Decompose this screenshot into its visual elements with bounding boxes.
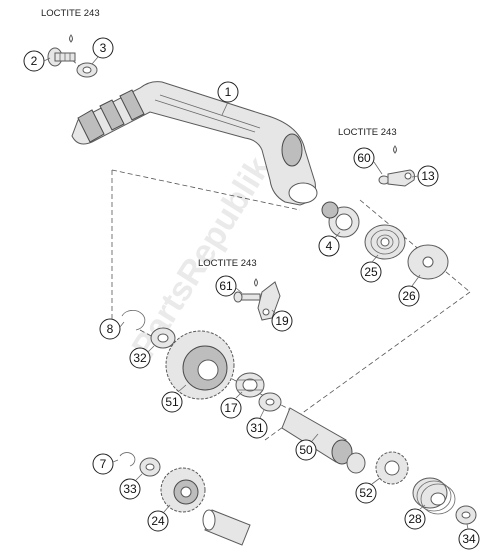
washer-31-part (258, 392, 282, 412)
svg-text:34: 34 (462, 532, 476, 546)
svg-text:50: 50 (299, 443, 313, 457)
needle-bearing-part (235, 372, 265, 398)
spring-part (364, 224, 406, 260)
svg-text:33: 33 (123, 482, 137, 496)
svg-text:1: 1 (225, 85, 232, 99)
callout-13: 13 (417, 165, 439, 187)
svg-text:4: 4 (326, 239, 333, 253)
thrust-washer-part (407, 244, 449, 280)
loctite-label-middle: LOCTITE 243 (198, 258, 257, 269)
callout-61: 61 (215, 275, 237, 297)
svg-text:2: 2 (31, 54, 38, 68)
callouts: 1 2 3 4 7 8 13 17 19 24 25 26 28 31 32 3… (23, 37, 480, 550)
svg-text:8: 8 (107, 322, 114, 336)
kickstart-shaft-part (281, 407, 366, 474)
leader-lines (43, 56, 469, 530)
large-gear-part (165, 330, 235, 400)
loctite-label-right: LOCTITE 243 (338, 127, 397, 138)
kickstart-lever (71, 81, 318, 206)
washer-33-part (139, 457, 161, 477)
callout-26: 26 (398, 285, 420, 307)
callout-25: 25 (360, 261, 382, 283)
callout-52: 52 (355, 482, 377, 504)
circlip-part (121, 309, 146, 331)
callout-3: 3 (92, 37, 114, 59)
callout-4: 4 (318, 235, 340, 257)
pawl-part (233, 278, 281, 321)
callout-28: 28 (404, 508, 426, 530)
callout-1: 1 (217, 81, 239, 103)
callout-19: 19 (271, 310, 293, 332)
loctite-label-top: LOCTITE 243 (41, 8, 100, 19)
callout-8: 8 (99, 318, 121, 340)
seal-part (321, 201, 360, 238)
svg-text:3: 3 (100, 41, 107, 55)
svg-text:32: 32 (133, 351, 147, 365)
shaft-pin-part (202, 509, 251, 546)
svg-text:52: 52 (359, 486, 373, 500)
svg-text:61: 61 (219, 279, 233, 293)
circlip-7-part (119, 452, 136, 467)
svg-text:25: 25 (364, 265, 378, 279)
svg-text:17: 17 (224, 401, 238, 415)
callout-2: 2 (23, 50, 45, 72)
compression-spring-part (412, 477, 456, 515)
bolt-plate-part (378, 145, 415, 187)
intermediate-gear-part (160, 467, 206, 513)
callout-34: 34 (458, 528, 480, 550)
callout-7: 7 (92, 453, 114, 475)
loctite-labels: LOCTITE 243 LOCTITE 243 LOCTITE 243 (41, 8, 397, 269)
washer-part (76, 62, 98, 78)
svg-text:24: 24 (151, 514, 165, 528)
callout-31: 31 (246, 417, 268, 439)
svg-text:7: 7 (100, 457, 107, 471)
callout-32: 32 (129, 347, 151, 369)
svg-text:60: 60 (357, 151, 371, 165)
callout-51: 51 (161, 391, 183, 413)
callout-24: 24 (147, 510, 169, 532)
svg-text:31: 31 (250, 421, 264, 435)
callout-60: 60 (353, 147, 375, 169)
svg-text:13: 13 (421, 169, 435, 183)
washer-32-part (150, 327, 176, 349)
svg-text:51: 51 (165, 395, 179, 409)
bolt-part (47, 34, 76, 67)
svg-text:19: 19 (275, 314, 289, 328)
washer-34-part (455, 505, 477, 525)
svg-text:28: 28 (408, 512, 422, 526)
svg-text:26: 26 (402, 289, 416, 303)
callout-17: 17 (220, 397, 242, 419)
ratchet-gear-part (375, 451, 409, 485)
callout-50: 50 (295, 439, 317, 461)
callout-33: 33 (119, 478, 141, 500)
